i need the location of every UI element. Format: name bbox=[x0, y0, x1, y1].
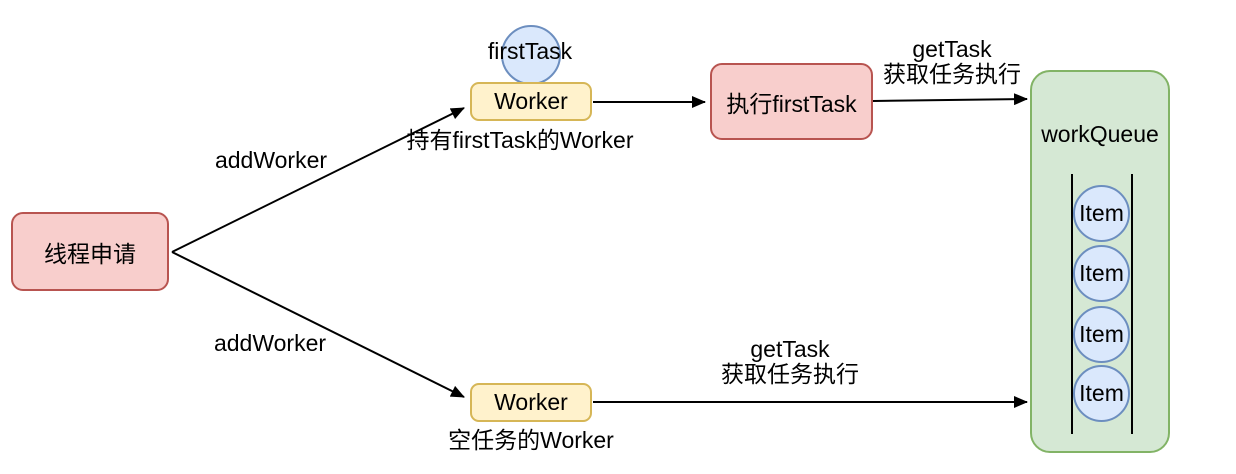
queue-item: Item bbox=[1073, 245, 1130, 302]
edge-label-get-task-bottom: getTask 获取任务执行 bbox=[721, 337, 859, 387]
edge-label-get-task-bottom-line1: getTask bbox=[750, 336, 830, 362]
node-worker-bottom-label: Worker bbox=[494, 389, 568, 415]
work-queue-title: workQueue bbox=[1041, 121, 1159, 147]
queue-item-label: Item bbox=[1079, 260, 1124, 286]
queue-item-label: Item bbox=[1079, 200, 1124, 226]
first-task-label: firstTask bbox=[487, 38, 573, 64]
edge-label-add-worker-bottom: addWorker bbox=[213, 330, 327, 356]
node-thread-request: 线程申请 bbox=[11, 212, 169, 291]
node-worker-top: Worker bbox=[470, 82, 592, 121]
queue-rail-left bbox=[1071, 174, 1073, 434]
arrow-add-worker-bottom bbox=[171, 251, 465, 398]
edge-label-get-task-bottom-line2: 获取任务执行 bbox=[721, 361, 859, 387]
arrow-exec-to-queue bbox=[872, 93, 1028, 106]
node-worker-top-label: Worker bbox=[494, 88, 568, 114]
caption-worker-bottom: 空任务的Worker bbox=[448, 427, 614, 453]
queue-rail-right bbox=[1131, 174, 1133, 434]
queue-item: Item bbox=[1073, 306, 1130, 363]
caption-worker-top: 持有firstTask的Worker bbox=[406, 127, 634, 153]
node-worker-bottom: Worker bbox=[470, 383, 592, 422]
first-task-circle bbox=[501, 25, 561, 85]
edge-label-get-task-top: getTask 获取任务执行 bbox=[883, 37, 1021, 87]
queue-item: Item bbox=[1073, 365, 1130, 422]
node-work-queue: workQueue Item Item Item Item bbox=[1030, 70, 1170, 453]
node-thread-request-label: 线程申请 bbox=[44, 240, 136, 267]
queue-item-label: Item bbox=[1079, 380, 1124, 406]
edge-label-add-worker-top: addWorker bbox=[214, 147, 328, 173]
node-exec-first-task-label: 执行firstTask bbox=[726, 90, 857, 117]
node-exec-first-task: 执行firstTask bbox=[710, 63, 873, 140]
queue-item: Item bbox=[1073, 185, 1130, 242]
queue-item-label: Item bbox=[1079, 321, 1124, 347]
edge-label-get-task-top-line2: 获取任务执行 bbox=[883, 61, 1021, 87]
edge-label-get-task-top-line1: getTask bbox=[912, 36, 992, 62]
